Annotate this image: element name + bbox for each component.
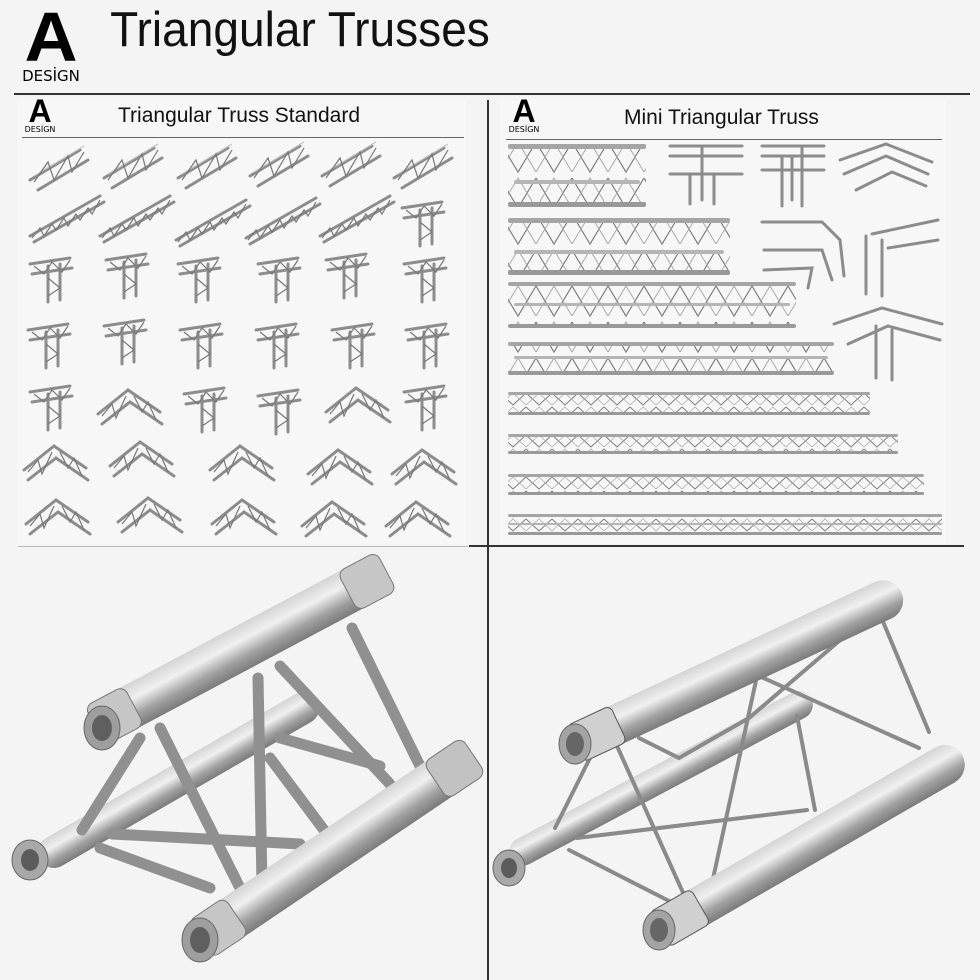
- row-junctions-1: [28, 252, 448, 304]
- logo-wordmark: DESİGN: [22, 66, 80, 85]
- logo-mark: A: [24, 0, 78, 76]
- mini-panel-rule: [506, 139, 942, 140]
- header-divider: [14, 93, 970, 95]
- mini-corner-2: [760, 220, 846, 290]
- mini-corner-3: [864, 218, 940, 298]
- row-corners-1: [22, 440, 458, 486]
- standard-truss-render: [11, 553, 484, 963]
- logo-mark: A: [28, 93, 52, 129]
- mini-straight-8: [508, 514, 942, 535]
- mini-straight-4: [508, 342, 834, 375]
- row-corners-2: [24, 496, 452, 538]
- row-long: [28, 194, 446, 248]
- row-junctions-3: [28, 384, 448, 436]
- logo-wordmark: DESİGN: [508, 124, 540, 134]
- mini-t-junction-1: [668, 144, 744, 206]
- logo-mark: A: [512, 93, 536, 129]
- standard-truss-catalog: [22, 140, 458, 538]
- mini-straight-2: [508, 218, 730, 275]
- mini-corner-1: [838, 142, 934, 192]
- mini-truss-render: [492, 580, 965, 951]
- brand-logo: A DESİGN: [14, 0, 88, 85]
- logo-wordmark: DESİGN: [24, 124, 56, 134]
- standard-panel-rule: [22, 137, 464, 138]
- mini-t-junction-2: [760, 144, 826, 208]
- mini-straight-3: [508, 282, 796, 328]
- standard-panel-bottom-rule: [18, 546, 468, 547]
- standard-panel-logo: A DESİGN: [23, 93, 57, 134]
- vertical-divider: [487, 100, 489, 980]
- mini-truss-catalog: [508, 142, 944, 535]
- mini-straight-1: [508, 144, 646, 207]
- row-junctions-2: [26, 318, 450, 370]
- mini-panel-logo: A DESİGN: [507, 93, 541, 134]
- mini-3way-junction: [832, 306, 944, 382]
- row-straight: [28, 140, 454, 192]
- standard-panel-title: Triangular Truss Standard: [118, 104, 361, 127]
- mini-straight-6: [508, 434, 898, 454]
- mini-panel-title: Mini Triangular Truss: [624, 106, 819, 129]
- page-title: Triangular Trusses: [110, 3, 490, 57]
- mini-straight-7: [508, 474, 924, 495]
- mini-straight-5: [508, 392, 870, 415]
- panels-bottom-divider: [469, 545, 964, 547]
- standard-panel: [18, 100, 466, 544]
